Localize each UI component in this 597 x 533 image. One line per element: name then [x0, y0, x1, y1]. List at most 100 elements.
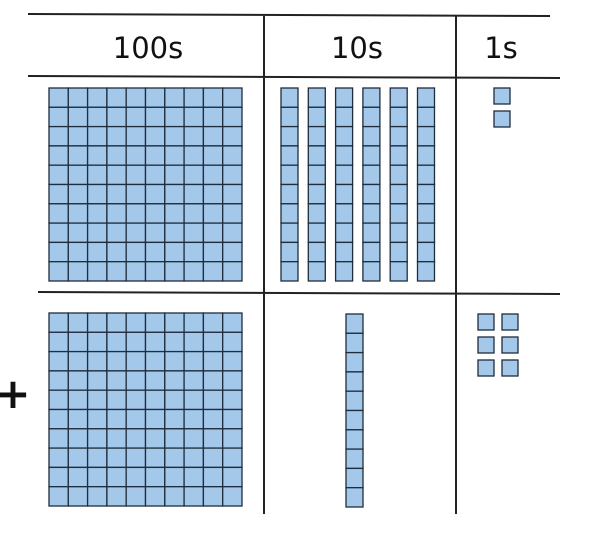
unit-cell [125, 408, 147, 430]
unit-cell [106, 222, 127, 244]
unit-cell [86, 183, 108, 205]
unit-cell [334, 164, 354, 186]
ten-rod [389, 87, 408, 282]
unit-cell [222, 428, 243, 449]
unit-cell [67, 447, 89, 469]
unit-cell [280, 106, 299, 128]
unit-cell [106, 164, 127, 186]
unit-cell [222, 106, 243, 128]
unit-cell [416, 87, 436, 108]
unit-cell [67, 164, 89, 186]
unit-cell [86, 261, 108, 282]
unit-cell [307, 145, 326, 166]
unit-cell [362, 145, 381, 166]
unit-cell [183, 164, 205, 186]
unit-cell [106, 428, 127, 449]
unit-cell [125, 183, 147, 205]
unit-cell [202, 261, 224, 282]
unit-cell [280, 125, 299, 147]
unit-cell [144, 312, 166, 333]
unit-cell [222, 312, 243, 333]
unit-cell [202, 486, 224, 507]
unit-cell [202, 312, 224, 333]
unit-cell [144, 428, 166, 449]
unit-cell [307, 125, 326, 147]
unit-cell [164, 389, 185, 411]
unit-cell [183, 428, 205, 449]
unit-cell [67, 203, 89, 224]
unit-cell [48, 183, 69, 205]
unit-cell [67, 331, 89, 353]
unit-cell [222, 203, 243, 224]
unit-cell [222, 350, 243, 372]
unit-cell [125, 389, 147, 411]
unit-cell [67, 125, 89, 147]
unit-cell [48, 408, 69, 430]
unit-cell [416, 241, 436, 263]
unit-cell [48, 145, 69, 166]
unit-cell [345, 409, 364, 431]
unit-cell [67, 428, 89, 449]
unit-cell [222, 145, 243, 166]
unit-cell [164, 183, 185, 205]
unit-cell [345, 351, 364, 373]
hundred-flat [48, 87, 243, 282]
unit-cell [67, 370, 89, 391]
unit-cell [67, 466, 89, 488]
unit-cell [144, 466, 166, 488]
unit-cell [222, 222, 243, 244]
one-unit [501, 359, 519, 377]
unit-cell [106, 183, 127, 205]
unit-cell [334, 261, 354, 282]
unit-cell [416, 261, 436, 282]
unit-cell [183, 222, 205, 244]
unit-cell [345, 332, 364, 354]
unit-cell [307, 203, 326, 224]
unit-cell [144, 125, 166, 147]
unit-cell [183, 466, 205, 488]
one-unit [477, 336, 495, 354]
header-hundreds: 100s [113, 31, 183, 65]
base-ten-blocks [48, 87, 519, 508]
unit-cell [48, 350, 69, 372]
grid-lines [27, 13, 561, 514]
ten-rod [334, 87, 354, 282]
unit-cell [86, 466, 108, 488]
header-tens: 10s [331, 31, 383, 65]
unit-cell [416, 145, 436, 166]
unit-cell [106, 466, 127, 488]
unit-cell [164, 125, 185, 147]
one-unit [501, 313, 519, 331]
unit-cell [164, 447, 185, 469]
unit-cell [280, 241, 299, 263]
unit-cell [106, 203, 127, 224]
unit-cell [48, 331, 69, 353]
row-divider [37, 291, 561, 295]
unit-cell [164, 486, 185, 507]
unit-cell [144, 261, 166, 282]
unit-cell [416, 203, 436, 224]
unit-cell [48, 428, 69, 449]
unit-cell [362, 261, 381, 282]
unit-cell [164, 466, 185, 488]
unit-cell [280, 87, 299, 108]
unit-cell [222, 261, 243, 282]
unit-cell [334, 203, 354, 224]
unit-cell [389, 222, 408, 244]
unit-cell [362, 222, 381, 244]
unit-cell [345, 429, 364, 450]
unit-cell [86, 87, 108, 108]
unit-cell [125, 203, 147, 224]
unit-cell [106, 370, 127, 391]
unit-cell [334, 87, 354, 108]
unit-cell [106, 106, 127, 128]
unit-cell [202, 241, 224, 263]
unit-cell [144, 145, 166, 166]
unit-cell [164, 350, 185, 372]
hundred-flat [48, 312, 243, 507]
unit-cell [345, 487, 364, 508]
unit-cell [334, 106, 354, 128]
unit-cell [183, 312, 205, 333]
unit-cell [106, 389, 127, 411]
